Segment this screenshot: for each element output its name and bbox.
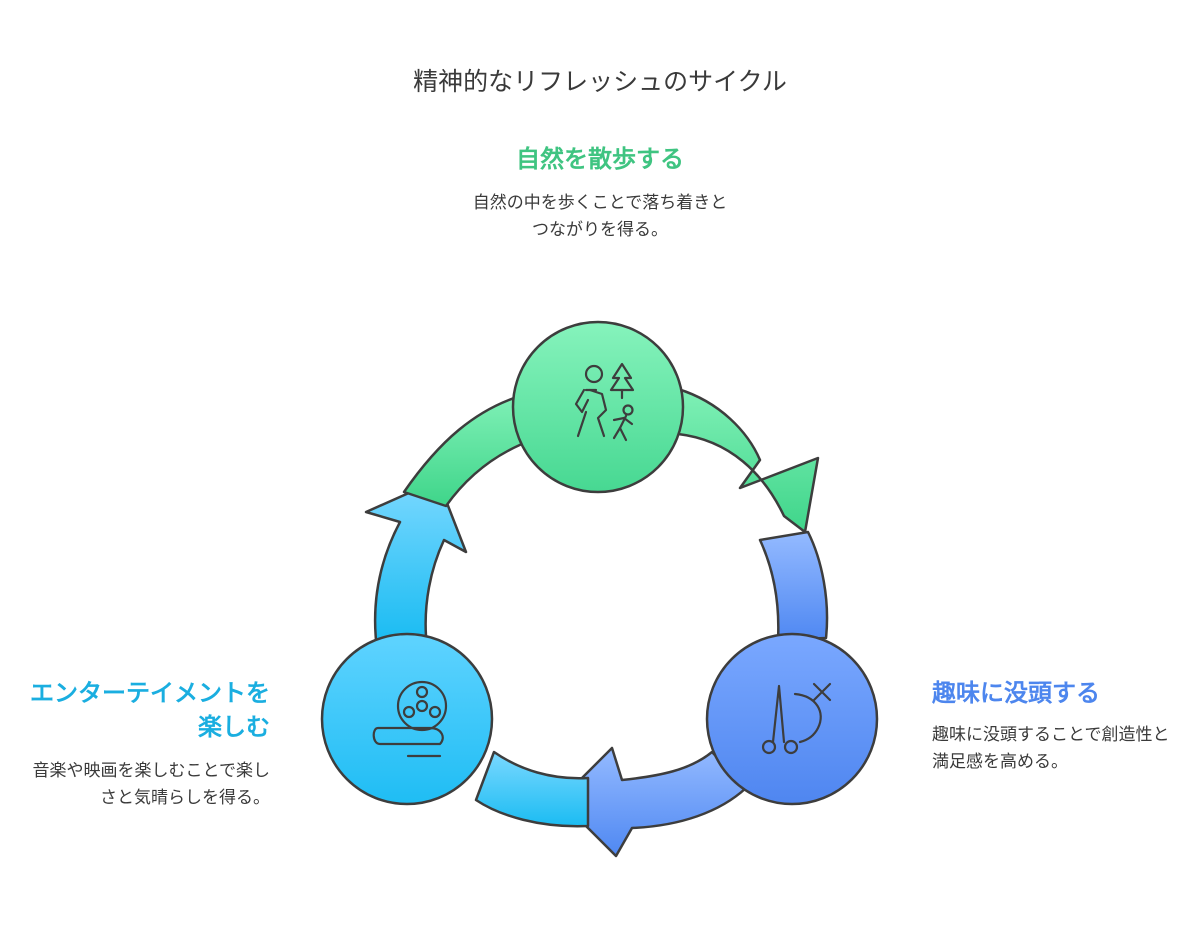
arrow-nature-to-hobby	[676, 387, 820, 534]
scissors-craft-icon	[761, 682, 832, 755]
node-nature-circle	[511, 320, 685, 494]
node-hobby-description: 趣味に没頭することで創造性と満足感を高める。	[932, 725, 1170, 772]
node-entertainment-title: エンターテイメントを楽しむ	[30, 679, 270, 741]
node-nature-description: 自然の中を歩くことで落ち着きとつながりを得る。	[472, 193, 728, 240]
film-reel-icon	[372, 680, 448, 758]
arrow-entertainment-to-nature-head	[364, 478, 468, 642]
arrow-hobby-to-entertainment	[758, 530, 829, 642]
arrow-entertainment-to-nature	[474, 750, 590, 828]
hiking-family-icon	[574, 362, 635, 442]
node-hobby-circle	[705, 632, 879, 806]
node-entertainment-circle	[320, 632, 494, 806]
node-hobby-title: 趣味に没頭する	[932, 679, 1100, 707]
node-nature-title: 自然を散歩する	[516, 145, 684, 173]
node-entertainment-description: 音楽や映画を楽しむことで楽しさと気晴らしを得る。	[32, 761, 271, 808]
arrow-hobby-to-entertainment-head	[558, 746, 748, 858]
diagram-title: 精神的なリフレッシュのサイクル	[413, 67, 787, 96]
